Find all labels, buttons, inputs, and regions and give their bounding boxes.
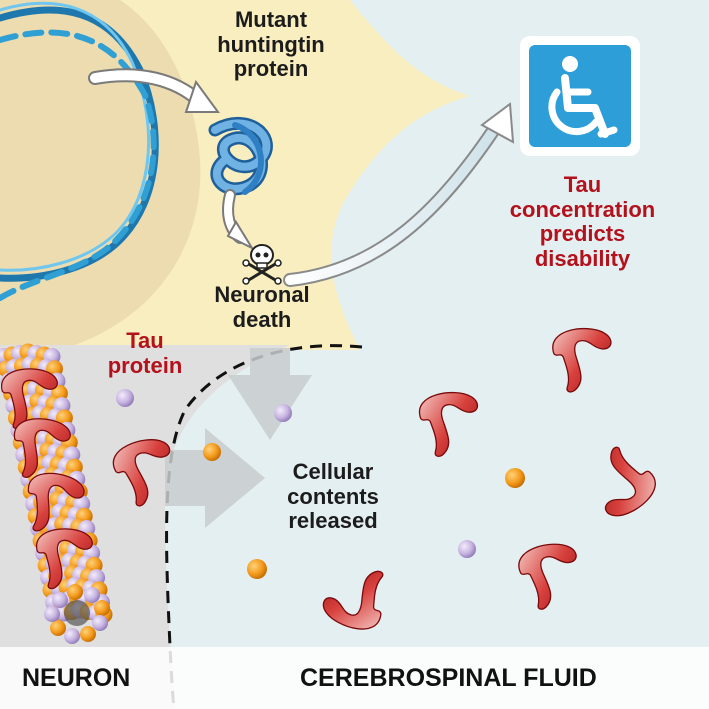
dna-helix bbox=[0, 1, 159, 301]
wheelchair-icon bbox=[520, 36, 640, 156]
microtubule-bead bbox=[44, 606, 60, 622]
microtubule-bead bbox=[92, 615, 108, 631]
region-label-csf: CEREBROSPINAL FLUID bbox=[300, 663, 597, 692]
region-label-neuron: NEURON bbox=[22, 663, 131, 692]
neuronal-death-label: Neuronal death bbox=[214, 282, 310, 332]
microtubule bbox=[0, 343, 113, 644]
arrow-release-right bbox=[165, 428, 265, 528]
microtubule-bead bbox=[84, 587, 100, 603]
microtubule-bead bbox=[64, 628, 80, 644]
nucleus bbox=[0, 0, 201, 352]
tau-predicts-label: Tau concentration predicts disability bbox=[509, 172, 656, 271]
skull-crossbones-icon bbox=[242, 244, 282, 285]
arrow-release-down bbox=[228, 348, 312, 440]
microtubule-bead bbox=[94, 600, 110, 616]
tau-protein-label: Tau protein bbox=[107, 328, 183, 378]
mutant-protein-label: Mutant huntingtin protein bbox=[217, 7, 325, 82]
microtubule-bead bbox=[80, 626, 96, 642]
microtubule-bead bbox=[50, 620, 66, 636]
huntingtin-protein bbox=[208, 117, 273, 196]
released-particles bbox=[116, 389, 525, 579]
microtubule-lumen bbox=[64, 600, 90, 626]
cellular-contents-label: Cellular contents released bbox=[287, 459, 379, 534]
microtubule-bead bbox=[67, 584, 83, 600]
microtubule-bead bbox=[52, 592, 68, 608]
